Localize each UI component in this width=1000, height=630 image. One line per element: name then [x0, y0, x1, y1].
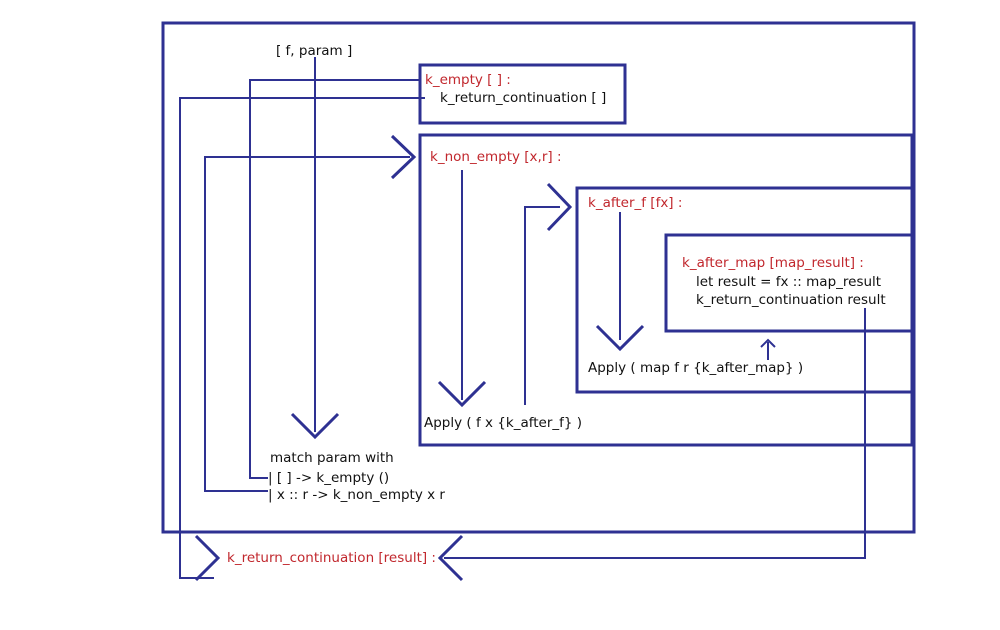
- down-arrowhead-icon: [595, 324, 645, 352]
- left-arrowhead-icon: [437, 534, 464, 582]
- input-label: [ f, param ]: [276, 43, 352, 59]
- k-empty-box: [418, 63, 627, 125]
- k-after-f-title: k_after_f [fx] :: [588, 195, 682, 211]
- k-empty-call-line: [249, 79, 420, 479]
- right-arrowhead-icon: [390, 134, 417, 180]
- outer-box: [161, 21, 916, 534]
- k-empty-body: k_return_continuation [ ]: [440, 90, 606, 106]
- up-arrowhead-icon: [760, 338, 776, 348]
- k-non-empty-title: k_non_empty [x,r] :: [430, 149, 562, 165]
- k-empty-return-line: [179, 97, 425, 579]
- k-after-f-call-line: [524, 206, 560, 405]
- k-return-continuation-title: k_return_continuation [result] :: [227, 550, 436, 566]
- k-after-map-title: k_after_map [map_result] :: [682, 255, 864, 271]
- apply-map-label: Apply ( map f r {k_after_map} ): [588, 360, 803, 376]
- k-after-map-box: [664, 233, 914, 333]
- match-line-1: match param with: [270, 450, 394, 466]
- down-arrowhead-icon: [290, 412, 340, 440]
- k-after-map-line-2: k_return_continuation result: [696, 292, 886, 308]
- match-line-3: | x :: r -> k_non_empty x r: [268, 487, 445, 503]
- down-arrowhead-icon: [437, 380, 487, 408]
- apply-f-label: Apply ( f x {k_after_f} ): [424, 415, 582, 431]
- result-return-line: [444, 308, 866, 559]
- k-after-map-line-1: let result = fx :: map_result: [696, 274, 881, 290]
- right-arrowhead-icon: [194, 534, 221, 582]
- k-non-empty-call-line: [204, 156, 410, 492]
- match-line-2: | [ ] -> k_empty (): [268, 470, 389, 486]
- right-arrowhead-icon: [546, 182, 573, 232]
- k-empty-title: k_empty [ ] :: [425, 72, 511, 88]
